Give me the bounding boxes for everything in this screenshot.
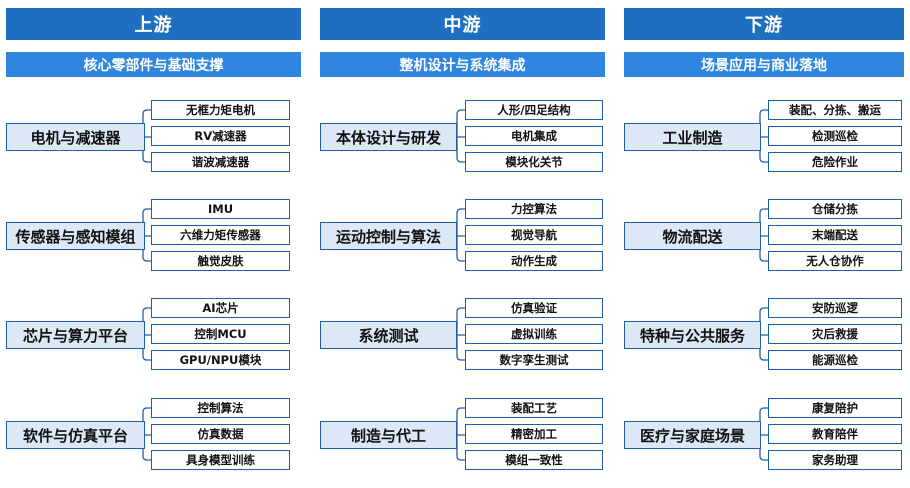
node-item: 控制MCU: [151, 324, 290, 344]
group-body-design: 本体设计与研发 人形/四足结构 电机集成 模块化关节: [320, 97, 605, 177]
node-item: 动作生成: [465, 251, 603, 271]
connector-lines: [456, 307, 465, 361]
node-item: 仿真验证: [465, 298, 603, 318]
group-sensor-perception: 传感器与感知模组 IMU 六维力矩传感器 触觉皮肤: [6, 196, 301, 276]
connector-path: [456, 407, 465, 461]
connector-path: [759, 307, 768, 361]
node-main: 医疗与家庭场景: [624, 421, 761, 449]
group-chip-compute: 芯片与算力平台 AI芯片 控制MCU GPU/NPU模块: [6, 295, 301, 375]
node-item: 检测巡检: [768, 126, 902, 146]
stage-subtitle-downstream: 场景应用与商业落地: [624, 52, 904, 77]
connector-path: [456, 109, 465, 163]
node-item: 无框力矩电机: [151, 100, 290, 120]
group-manufacturing: 制造与代工 装配工艺 精密加工 模组一致性: [320, 395, 605, 475]
group-special-public: 特种与公共服务 安防巡逻 灾后救援 能源巡检: [624, 295, 904, 375]
node-item: 危险作业: [768, 152, 902, 172]
group-motion-control: 运动控制与算法 力控算法 视觉导航 动作生成: [320, 196, 605, 276]
connector-lines: [456, 407, 465, 461]
stage-header-upstream: 上游: [6, 8, 301, 40]
node-item: 触觉皮肤: [151, 251, 290, 271]
node-item: 控制算法: [151, 398, 290, 418]
node-item: 家务助理: [768, 450, 902, 470]
connector-lines: [456, 208, 465, 262]
node-item: 装配工艺: [465, 398, 603, 418]
connector-path: [759, 208, 768, 262]
node-item: 安防巡逻: [768, 298, 902, 318]
node-main: 系统测试: [320, 321, 457, 349]
stage-header-downstream: 下游: [624, 8, 904, 40]
node-item: 仓储分拣: [768, 199, 902, 219]
node-item: RV减速器: [151, 126, 290, 146]
stage-subtitle-midstream: 整机设计与系统集成: [320, 52, 605, 77]
node-main: 电机与减速器: [6, 123, 145, 151]
node-main: 传感器与感知模组: [6, 222, 145, 250]
group-medical-home: 医疗与家庭场景 康复陪护 教育陪伴 家务助理: [624, 395, 904, 475]
node-item: 精密加工: [465, 424, 603, 444]
group-industrial: 工业制造 装配、分拣、搬运 检测巡检 危险作业: [624, 97, 904, 177]
node-item: 末端配送: [768, 225, 902, 245]
node-item: 能源巡检: [768, 350, 902, 370]
node-main: 物流配送: [624, 222, 761, 250]
node-main: 软件与仿真平台: [6, 421, 145, 449]
node-item: GPU/NPU模块: [151, 350, 290, 370]
node-item: AI芯片: [151, 298, 290, 318]
node-item: 虚拟训练: [465, 324, 603, 344]
node-main: 工业制造: [624, 123, 761, 151]
connector-path: [759, 407, 768, 461]
node-item: IMU: [151, 199, 290, 219]
node-item: 模块化关节: [465, 152, 603, 172]
node-item: 模组一致性: [465, 450, 603, 470]
node-item: 无人仓协作: [768, 251, 902, 271]
stage-subtitle-upstream: 核心零部件与基础支撑: [6, 52, 301, 77]
node-item: 力控算法: [465, 199, 603, 219]
node-item: 装配、分拣、搬运: [768, 100, 902, 120]
column-upstream: 上游 核心零部件与基础支撑 电机与减速器 无框力矩电机 RV减速器 谐波减速器 …: [6, 0, 301, 488]
group-system-test: 系统测试 仿真验证 虚拟训练 数字孪生测试: [320, 295, 605, 375]
node-main: 芯片与算力平台: [6, 321, 145, 349]
node-item: 康复陪护: [768, 398, 902, 418]
group-logistics: 物流配送 仓储分拣 末端配送 无人仓协作: [624, 196, 904, 276]
node-main: 运动控制与算法: [320, 222, 457, 250]
group-software-simulation: 软件与仿真平台 控制算法 仿真数据 具身模型训练: [6, 395, 301, 475]
stage-header-midstream: 中游: [320, 8, 605, 40]
column-midstream: 中游 整机设计与系统集成 本体设计与研发 人形/四足结构 电机集成 模块化关节 …: [320, 0, 605, 488]
connector-path: [759, 109, 768, 163]
connector-path: [456, 307, 465, 361]
node-main: 本体设计与研发: [320, 123, 457, 151]
node-item: 视觉导航: [465, 225, 603, 245]
node-main: 特种与公共服务: [624, 321, 761, 349]
node-item: 具身模型训练: [151, 450, 290, 470]
node-item: 数字孪生测试: [465, 350, 603, 370]
column-downstream: 下游 场景应用与商业落地 工业制造 装配、分拣、搬运 检测巡检 危险作业 物流配…: [624, 0, 904, 488]
node-item: 教育陪伴: [768, 424, 902, 444]
group-motor-reducer: 电机与减速器 无框力矩电机 RV减速器 谐波减速器: [6, 97, 301, 177]
node-item: 灾后救援: [768, 324, 902, 344]
node-item: 人形/四足结构: [465, 100, 603, 120]
node-main: 制造与代工: [320, 421, 457, 449]
node-item: 六维力矩传感器: [151, 225, 290, 245]
connector-lines: [456, 109, 465, 163]
connector-path: [456, 208, 465, 262]
node-item: 谐波减速器: [151, 152, 290, 172]
node-item: 仿真数据: [151, 424, 290, 444]
node-item: 电机集成: [465, 126, 603, 146]
